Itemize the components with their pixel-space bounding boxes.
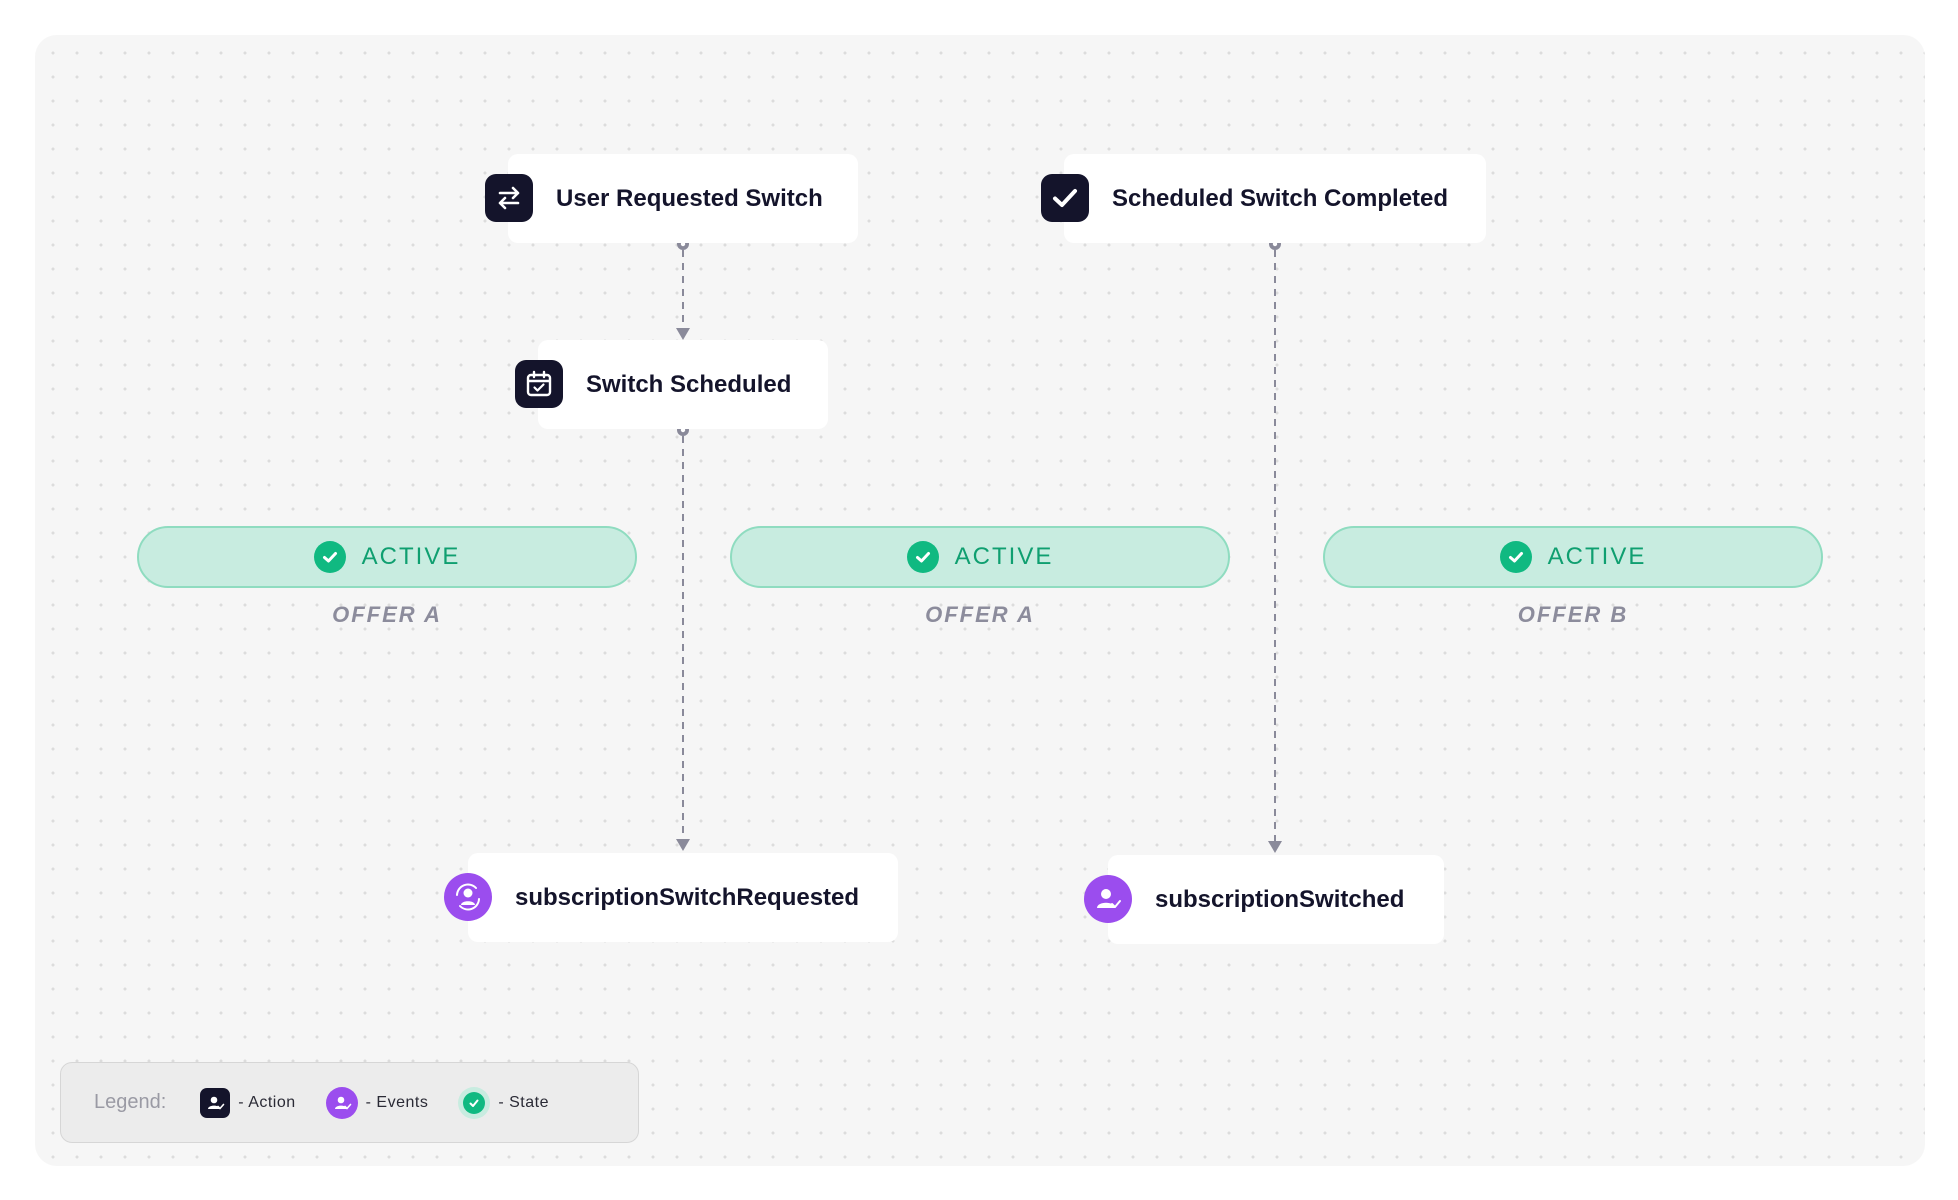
swap-arrows-icon — [485, 174, 533, 222]
check-circle-icon — [1499, 541, 1532, 573]
state-pill-active-2: ACTIVE — [730, 526, 1230, 588]
diagram-canvas — [35, 35, 1925, 1166]
node-subscription-switch-requested[interactable]: subscriptionSwitchRequested — [468, 853, 898, 942]
node-label: subscriptionSwitched — [1155, 885, 1405, 913]
offer-label: OFFER A — [925, 602, 1035, 627]
connector-switch-completed-to-subscription-switched — [1268, 238, 1282, 853]
legend-item-label: - State — [498, 1093, 549, 1111]
arrowhead-icon — [676, 839, 690, 851]
user-check-icon — [325, 1086, 358, 1119]
legend-item-label: - Action — [238, 1093, 296, 1111]
offer-label: OFFER A — [332, 602, 442, 627]
node-switch-scheduled[interactable]: Switch Scheduled — [538, 340, 828, 429]
node-label: Scheduled Switch Completed — [1112, 184, 1449, 212]
state-label: ACTIVE — [361, 543, 461, 570]
node-label: Switch Scheduled — [586, 370, 792, 398]
check-circle-icon — [313, 541, 346, 573]
user-sync-icon — [444, 873, 492, 921]
node-user-requested-switch[interactable]: User Requested Switch — [508, 154, 858, 243]
checkmark-icon — [1041, 174, 1089, 222]
legend-item-state: - State — [458, 1086, 549, 1119]
legend-item-label: - Events — [365, 1093, 429, 1111]
state-label: ACTIVE — [1547, 543, 1647, 570]
node-subscription-switched[interactable]: subscriptionSwitched — [1108, 855, 1444, 944]
calendar-check-icon — [515, 360, 563, 408]
state-label: ACTIVE — [954, 543, 1054, 570]
connector-switch-scheduled-to-subscription-switch-requested — [676, 424, 690, 851]
connector-user-requested-to-switch-scheduled — [676, 238, 690, 340]
arrowhead-icon — [676, 328, 690, 340]
node-scheduled-switch-completed[interactable]: Scheduled Switch Completed — [1064, 154, 1486, 243]
legend: Legend: - Action - Events - State — [60, 1062, 639, 1143]
user-check-icon — [1084, 875, 1132, 923]
offer-label: OFFER B — [1517, 602, 1629, 627]
state-pill-active-1: ACTIVE — [137, 526, 637, 588]
user-check-icon — [200, 1087, 231, 1118]
legend-item-events: - Events — [325, 1086, 429, 1119]
arrowhead-icon — [1268, 841, 1282, 853]
state-pill-active-3: ACTIVE — [1323, 526, 1823, 588]
legend-item-action: - Action — [200, 1087, 296, 1118]
node-label: subscriptionSwitchRequested — [515, 883, 860, 911]
legend-title: Legend: — [94, 1091, 167, 1113]
check-circle-icon — [906, 541, 939, 573]
check-circle-icon — [458, 1086, 491, 1119]
node-label: User Requested Switch — [556, 184, 823, 212]
